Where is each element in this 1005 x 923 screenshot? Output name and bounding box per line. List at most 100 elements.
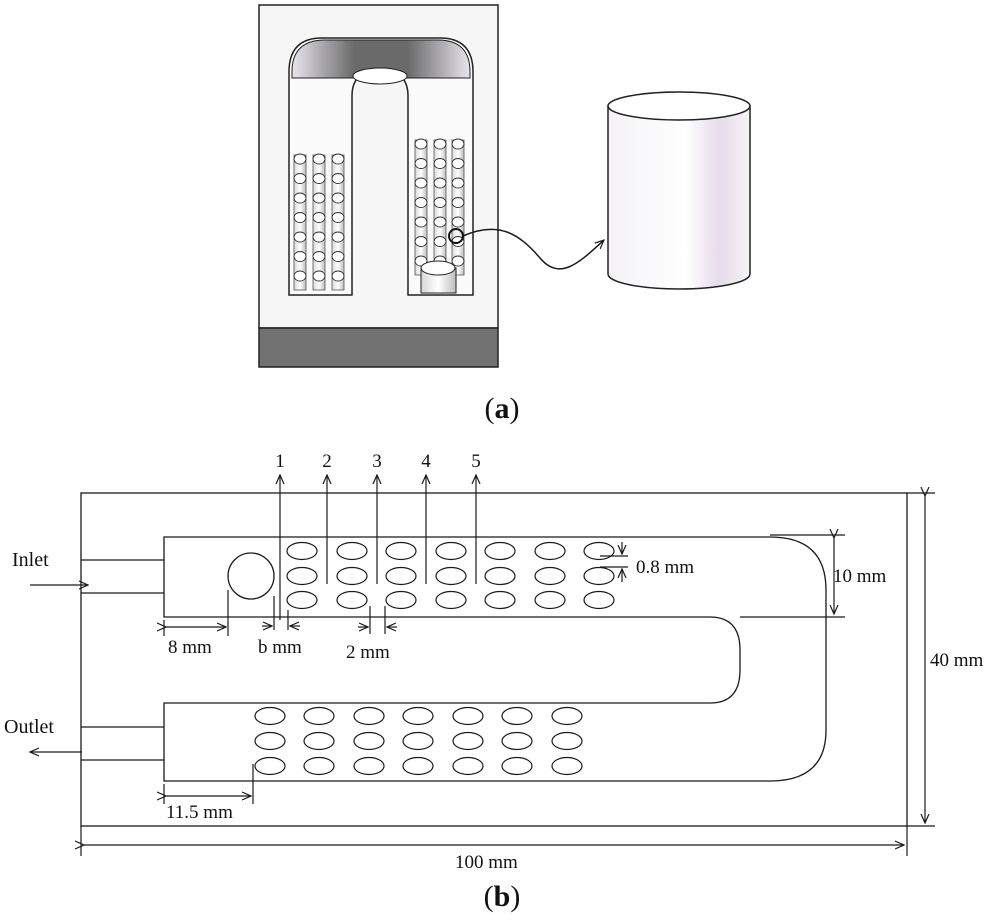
pointer-curve [462,228,604,270]
pin-array-render [293,138,465,291]
pin-top [312,173,326,184]
pin-top [331,251,345,262]
pin-ellipse [254,731,286,751]
inlet-plug-circle [227,552,275,600]
caption-b: (b) [484,880,521,913]
block-front-face [258,327,499,368]
pin-ellipse [501,706,533,726]
enlarged-pin-cylinder [607,91,751,290]
pin-ellipse [286,541,318,561]
pin-top [433,158,447,169]
probe-label: 5 [471,451,481,472]
pin-ellipse [286,566,318,586]
pin-top [293,270,307,282]
pin-top [451,216,465,228]
pin-top [451,177,465,189]
pin-top [312,251,326,262]
pin-top [293,212,307,223]
pin-ellipse [353,756,385,776]
channel-outline [163,536,827,782]
pin-ellipse [501,731,533,751]
pin-ellipse [534,566,566,586]
dim-0-8mm: 0.8 mm [636,557,694,578]
pin-top [414,158,428,169]
pin-ellipse [534,541,566,561]
pin-ellipse [435,566,467,586]
pin-top [451,255,465,267]
pin-ellipse [254,706,286,726]
pin-ellipse [303,706,335,726]
pin-top [293,192,307,204]
pin-ellipse [583,590,615,610]
pin-ellipse [551,756,583,776]
pin-ellipse [501,756,533,776]
pin-ellipse [353,731,385,751]
pin-ellipse [336,566,368,586]
dim-11-5mm: 11.5 mm [166,802,233,823]
dim-100mm: 100 mm [455,852,518,873]
pin-ellipse [484,590,516,610]
pin-ellipse [303,756,335,776]
pin-top [293,231,307,243]
pin-top [293,173,307,184]
probe-label: 2 [322,451,332,472]
pin-top [331,212,345,223]
pin-ellipse [385,590,417,610]
pin-ellipse [583,541,615,561]
outlet-label: Outlet [4,716,54,738]
pin-ellipse [452,756,484,776]
pin-top [293,251,307,262]
dim-10mm: 10 mm [833,566,887,587]
pin-ellipse [583,566,615,586]
pin-ellipse [254,756,286,776]
pin-top [433,197,447,208]
dim-b-mm: b mm [258,637,302,658]
pin-ellipse [551,706,583,726]
pin-top [451,138,465,150]
pin-top [312,231,326,243]
pin-ellipse [435,590,467,610]
pin-top [331,270,345,282]
pin-ellipse [452,731,484,751]
pin-top [312,192,326,204]
pin-top [433,138,447,150]
dim-8mm: 8 mm [168,637,212,658]
pin-ellipse [353,706,385,726]
pin-ellipse [484,541,516,561]
dim-2mm: 2 mm [346,642,390,663]
pin-ellipse [385,541,417,561]
pin-top [331,153,345,165]
pin-ellipse [402,706,434,726]
inlet-plug [420,260,457,294]
pin-ellipse-array [254,541,615,776]
pin-ellipse [551,731,583,751]
pin-ellipse [534,590,566,610]
pin-ellipse [336,590,368,610]
probe-label: 4 [421,451,431,472]
pin-top [414,177,428,189]
pin-ellipse [402,731,434,751]
pin-ellipse [303,731,335,751]
probe-arrows: 1 2 3 4 5 [275,451,481,620]
pin-top [312,270,326,282]
pin-top [312,212,326,223]
probe-label: 3 [372,451,382,472]
pin-ellipse [385,566,417,586]
dim-40mm: 40 mm [930,650,984,671]
pin-ellipse [452,706,484,726]
pin-top [331,173,345,184]
pin-top [331,192,345,204]
probe-label: 1 [275,451,285,472]
plate-outline [80,492,908,827]
inlet-label: Inlet [12,549,49,571]
pin-top [451,197,465,208]
panel-b-schematic: Inlet Outlet 1 2 3 4 5 8 mm b mm 2 mm 0.8 mm [4,451,984,873]
pin-top [451,158,465,169]
pin-top [293,153,307,165]
pin-ellipse [435,541,467,561]
pin-top [414,236,428,247]
pin-ellipse [336,541,368,561]
panel-a-render [258,4,751,368]
pin-ellipse [484,566,516,586]
pin-ellipse [286,590,318,610]
